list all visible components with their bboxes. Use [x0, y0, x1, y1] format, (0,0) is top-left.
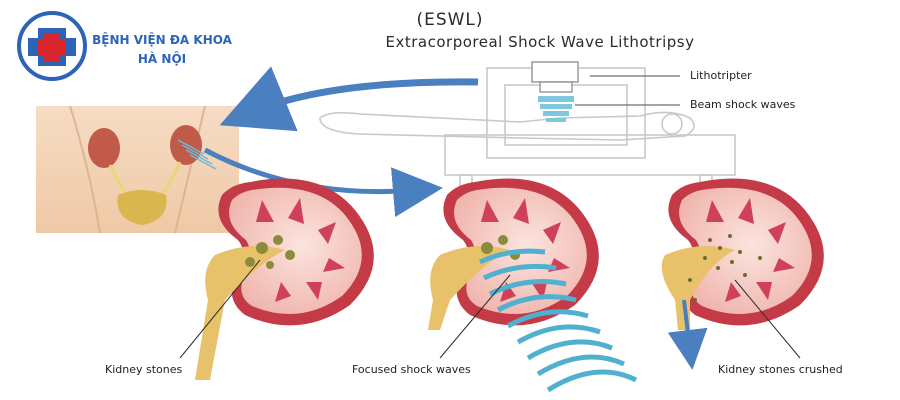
logo-line2: HÀ NỘI: [137, 52, 187, 66]
label-kidney-stones: Kidney stones: [105, 363, 183, 376]
lithotripter-head: [531, 61, 579, 122]
torso-illustration: [36, 105, 239, 234]
kidney-2: [428, 178, 638, 393]
logo-line1: BỆNH VIỆN ĐA KHOA: [92, 33, 232, 47]
hospital-logo: [17, 11, 87, 81]
diagram-title: (ESWL): [416, 10, 484, 30]
kidney-3: [661, 178, 824, 370]
arrow-stones-out: [667, 299, 708, 370]
label-kidney-stones-crushed: Kidney stones crushed: [718, 363, 843, 376]
diagram-subtitle: Extracorporeal Shock Wave Lithotripsy: [385, 33, 695, 51]
label-lithotripter: Lithotripter: [690, 69, 752, 82]
kidney-1: [195, 178, 374, 380]
label-beam-shock-waves: Beam shock waves: [690, 98, 796, 111]
label-focused-shock-waves: Focused shock waves: [352, 363, 471, 376]
focused-waves: [478, 248, 638, 393]
arrow-to-torso: [219, 66, 479, 132]
